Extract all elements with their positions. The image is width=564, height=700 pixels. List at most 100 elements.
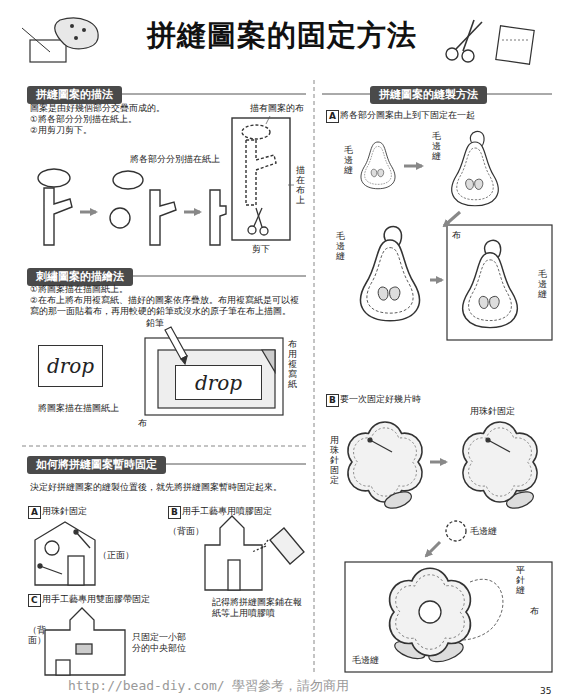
spray-fixing <box>228 560 240 590</box>
step-letter: B <box>326 394 339 407</box>
pin-fixing <box>74 530 78 534</box>
pin-fixing <box>76 532 90 548</box>
pattern-pieces <box>210 190 226 245</box>
tape-fixing <box>45 608 125 675</box>
note-text: 布 <box>138 418 147 429</box>
traced-word: drop <box>47 356 94 376</box>
pin-fixing <box>38 564 42 568</box>
pin-fixing <box>40 566 62 574</box>
pin-fixing <box>35 522 95 585</box>
tape-fixing <box>76 644 92 654</box>
pattern-pieces <box>242 125 270 139</box>
applique-piece <box>452 142 498 206</box>
leader-line <box>266 116 294 185</box>
scissors <box>248 208 268 235</box>
pincushion-icon <box>30 40 66 62</box>
fabric-carbon-paper <box>145 338 283 415</box>
pattern-pieces <box>150 190 176 245</box>
flow-arrow <box>430 461 446 464</box>
flow-arrow <box>80 211 96 214</box>
traced-word: drop <box>195 373 242 393</box>
flow-arrow <box>184 211 200 214</box>
pin <box>368 438 372 442</box>
step-letter: B <box>168 506 181 519</box>
vertical-label: 毛邊縫 <box>336 232 345 262</box>
spray-fixing <box>252 546 266 552</box>
pin-fixing <box>35 522 95 585</box>
pattern-pieces <box>113 171 143 189</box>
section-banner: 刺繡圖案的描繪法 <box>27 268 133 286</box>
flow-arrow <box>430 279 442 282</box>
banner-text: 拼縫圖案的縫製方法 <box>379 88 478 101</box>
note-text: 描有圖案的布 <box>250 103 304 114</box>
pin <box>486 438 490 442</box>
section-banner: 如何將拼縫圖案暫時固定 <box>27 456 166 474</box>
flow-arrow <box>444 212 460 226</box>
applique-piece <box>361 240 420 321</box>
scissors-icon <box>446 48 458 60</box>
flow-arrow <box>404 166 460 280</box>
note-text: 決定好拼縫圖案的縫製位置後，就先將拼縫圖案暫時固定起來。 <box>30 482 282 493</box>
spray-fixing <box>205 516 304 590</box>
scissors-icon <box>502 40 528 41</box>
note-text: 毛邊縫 <box>470 526 497 537</box>
step-letter: A <box>326 110 339 123</box>
leader-line <box>288 185 294 186</box>
vertical-label: 毛邊縫 <box>538 270 547 300</box>
pattern-pieces <box>110 208 130 228</box>
pin <box>488 440 510 452</box>
flow-arrow <box>404 165 422 168</box>
banner-text: 刺繡圖案的描繪法 <box>36 270 124 283</box>
vertical-label: 用珠針固定 <box>330 436 339 485</box>
applique-piece <box>361 142 395 189</box>
note-text: 用珠針固定 <box>470 406 515 417</box>
watermark: http://bead-diy.com/ 學習參考，請勿商用 <box>68 678 349 695</box>
note-text: 鉛筆 <box>146 318 164 329</box>
vertical-label: （背面） <box>28 626 37 646</box>
step-letter: C <box>28 594 41 607</box>
note-text: 要一次固定好幾片時 <box>340 394 421 405</box>
pincushion-icon <box>55 18 98 49</box>
note-text: ①將圖案描在描圖紙上。 <box>30 284 128 295</box>
scissors-icon <box>496 26 534 64</box>
note-text: ②用剪刀剪下。 <box>30 125 92 136</box>
scissors <box>256 208 262 227</box>
applique-piece <box>463 253 518 328</box>
vertical-label: 描在布上 <box>296 166 305 206</box>
scissors-icon <box>462 50 474 62</box>
scissors <box>260 227 268 235</box>
pattern-pieces <box>38 169 70 187</box>
pincushion-icon <box>22 28 50 52</box>
flow-arrow <box>80 211 200 214</box>
banner-text: 拼縫圖案的描法 <box>36 88 113 101</box>
spray-fixing <box>205 516 262 590</box>
pattern-pieces <box>44 188 72 245</box>
pin <box>368 438 510 452</box>
note-text: 布 <box>452 230 461 241</box>
pincushion-icon <box>74 36 78 40</box>
flow-arrow <box>426 542 440 556</box>
note-text: 剪下 <box>252 244 270 255</box>
divider-line <box>22 446 306 447</box>
note-text: 記得將拼縫圖案鋪在報紙等上用噴膠噴 <box>212 597 306 619</box>
running-stitch <box>462 579 503 640</box>
divider-line <box>314 80 315 672</box>
leaf-piece <box>382 489 413 512</box>
pencil <box>165 327 187 364</box>
applique-flower <box>348 422 422 502</box>
applique-flower <box>390 568 471 655</box>
pin-fixing <box>68 556 84 585</box>
tape-fixing <box>56 660 70 675</box>
step-letter: A <box>28 506 41 519</box>
note-text: （正面） <box>98 550 134 561</box>
note-text: 用珠針固定 <box>42 506 87 517</box>
flow-arrow <box>426 462 446 556</box>
note-text: ①將各部分分別描在紙上。 <box>30 114 137 125</box>
note-text: 將圖案描在描圖紙上 <box>38 403 119 414</box>
vertical-label: 平針縫 <box>516 566 525 596</box>
banner-text: 如何將拼縫圖案暫時固定 <box>36 458 157 471</box>
section-banner: 拼縫圖案的描法 <box>27 86 122 104</box>
note-text: 布 <box>530 606 539 617</box>
vertical-label: 毛邊縫 <box>432 132 441 162</box>
